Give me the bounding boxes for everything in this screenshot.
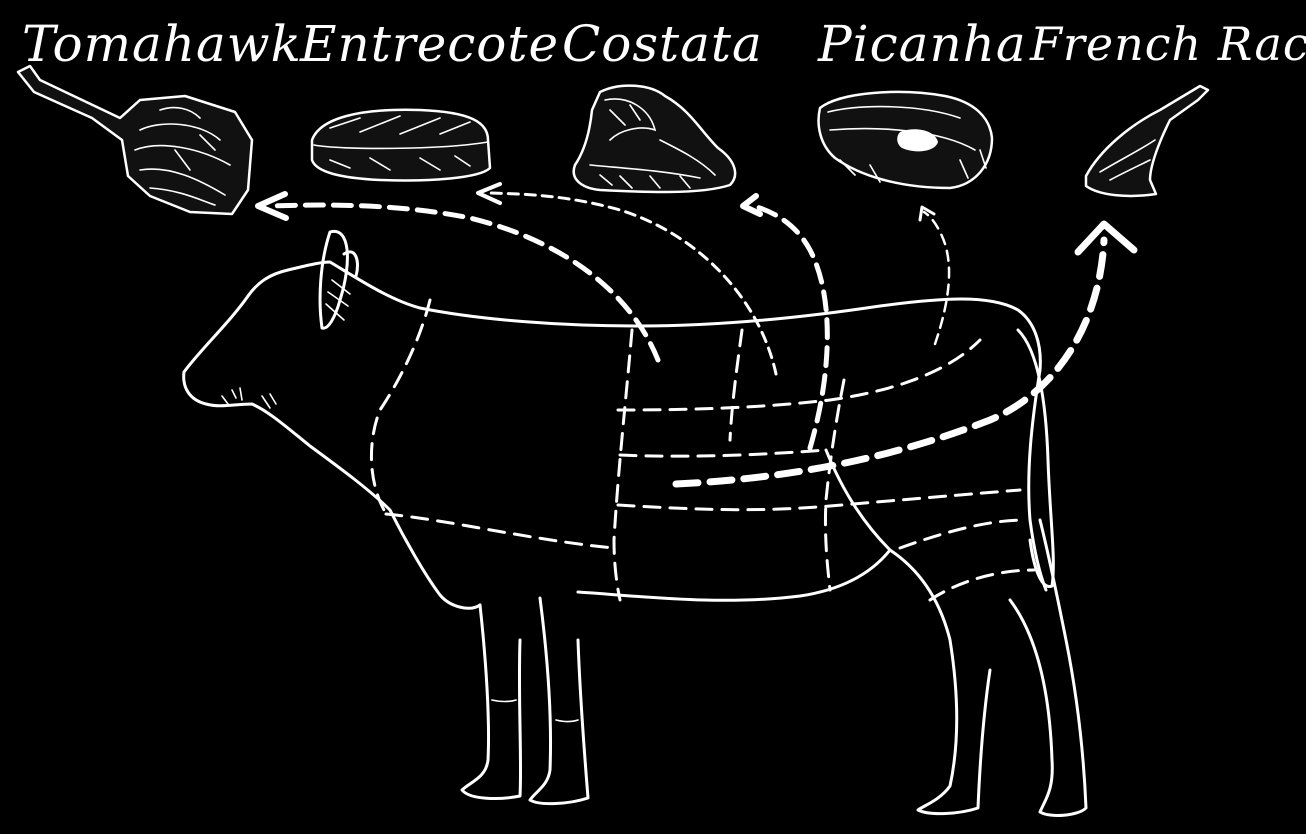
arrow-to-entrecote bbox=[478, 184, 776, 374]
picanha-steak-icon bbox=[819, 92, 992, 188]
french-rack-icon bbox=[1086, 86, 1208, 196]
entrecote-steak-icon bbox=[312, 110, 490, 181]
arrow-to-tomahawk bbox=[258, 194, 658, 360]
costata-steak-icon bbox=[574, 86, 735, 192]
arrow-to-french-rack bbox=[676, 224, 1134, 484]
arrow-to-picanha bbox=[920, 207, 949, 344]
tomahawk-steak-icon bbox=[18, 66, 252, 214]
